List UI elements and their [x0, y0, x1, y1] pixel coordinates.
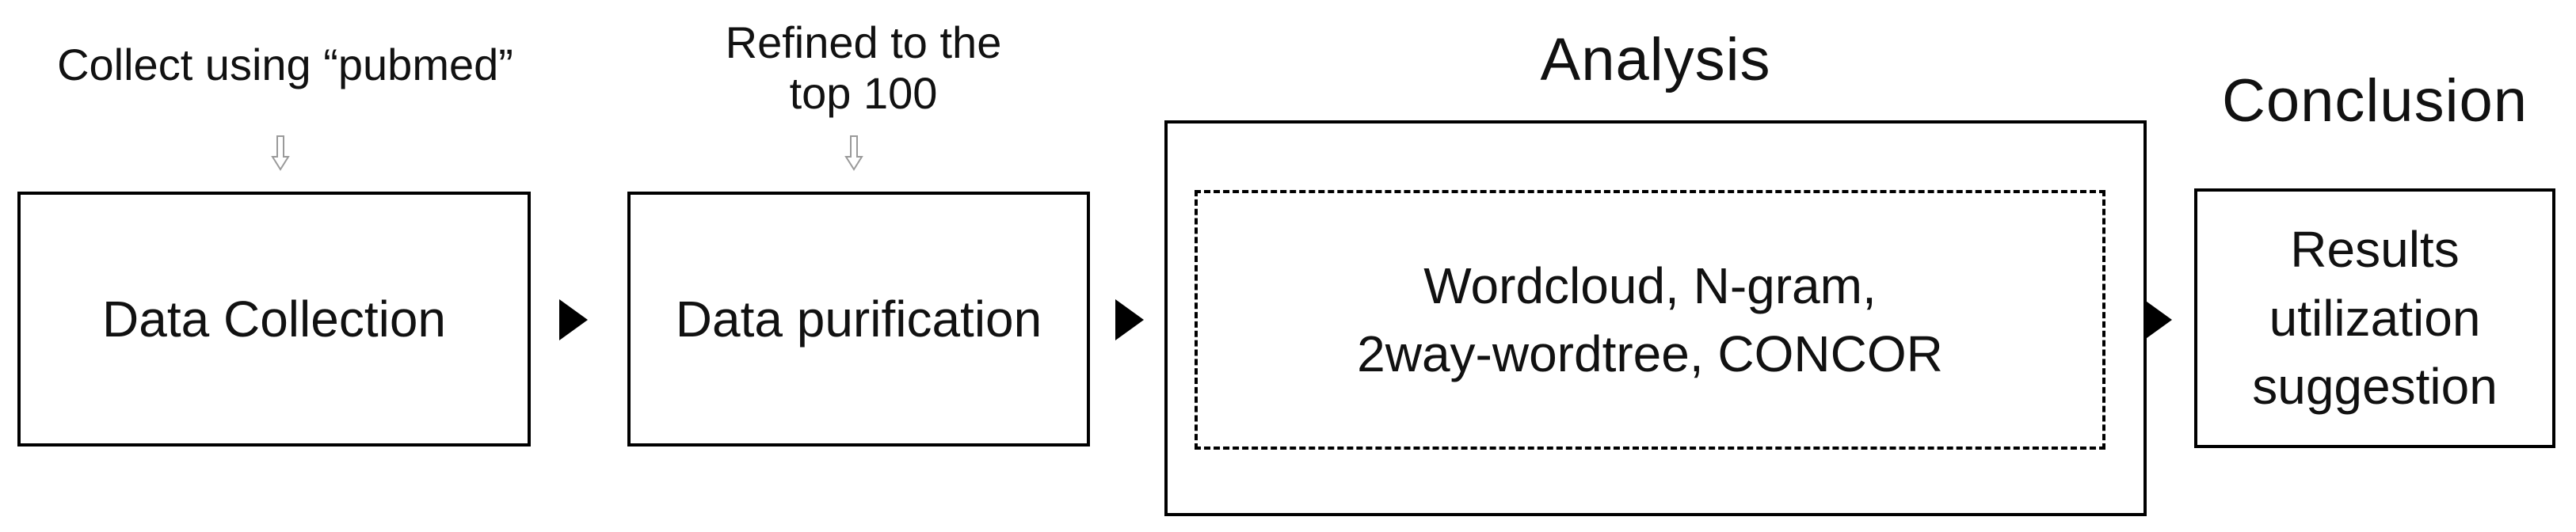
purification-annotation: Refined to the top 100	[618, 17, 1109, 120]
analysis-methods-line2: 2way-wordtree, CONCOR	[1357, 325, 1943, 382]
conclusion-line1: Results utilization	[2269, 221, 2481, 347]
analysis-box	[1164, 120, 2147, 516]
flow-arrow-icon	[1115, 299, 1144, 340]
conclusion-heading: Conclusion	[2222, 67, 2528, 135]
flow-arrow-icon	[559, 299, 588, 340]
flow-arrow-icon	[2143, 299, 2172, 340]
data-collection-box: Data Collection	[17, 192, 531, 446]
analysis-methods-box: Wordcloud, N-gram, 2way-wordtree, CONCOR	[1195, 190, 2105, 450]
data-collection-label: Data Collection	[102, 290, 446, 348]
analysis-methods-line1: Wordcloud, N-gram,	[1423, 256, 1877, 314]
conclusion-text: Results utilization suggestion	[2197, 215, 2552, 420]
conclusion-box: Results utilization suggestion	[2194, 188, 2555, 448]
analysis-methods-text: Wordcloud, N-gram, 2way-wordtree, CONCOR	[1357, 252, 1943, 389]
down-arrow-icon	[844, 135, 863, 171]
data-purification-box: Data purification	[627, 192, 1090, 446]
down-arrow-icon	[271, 135, 290, 171]
conclusion-line2: suggestion	[2252, 358, 2498, 416]
analysis-heading: Analysis	[1540, 26, 1771, 93]
data-purification-label: Data purification	[675, 290, 1042, 348]
purification-annotation-line1: Refined to the	[725, 17, 1002, 67]
purification-annotation-line2: top 100	[789, 68, 938, 119]
collection-annotation: Collect using “pubmed”	[57, 40, 513, 89]
